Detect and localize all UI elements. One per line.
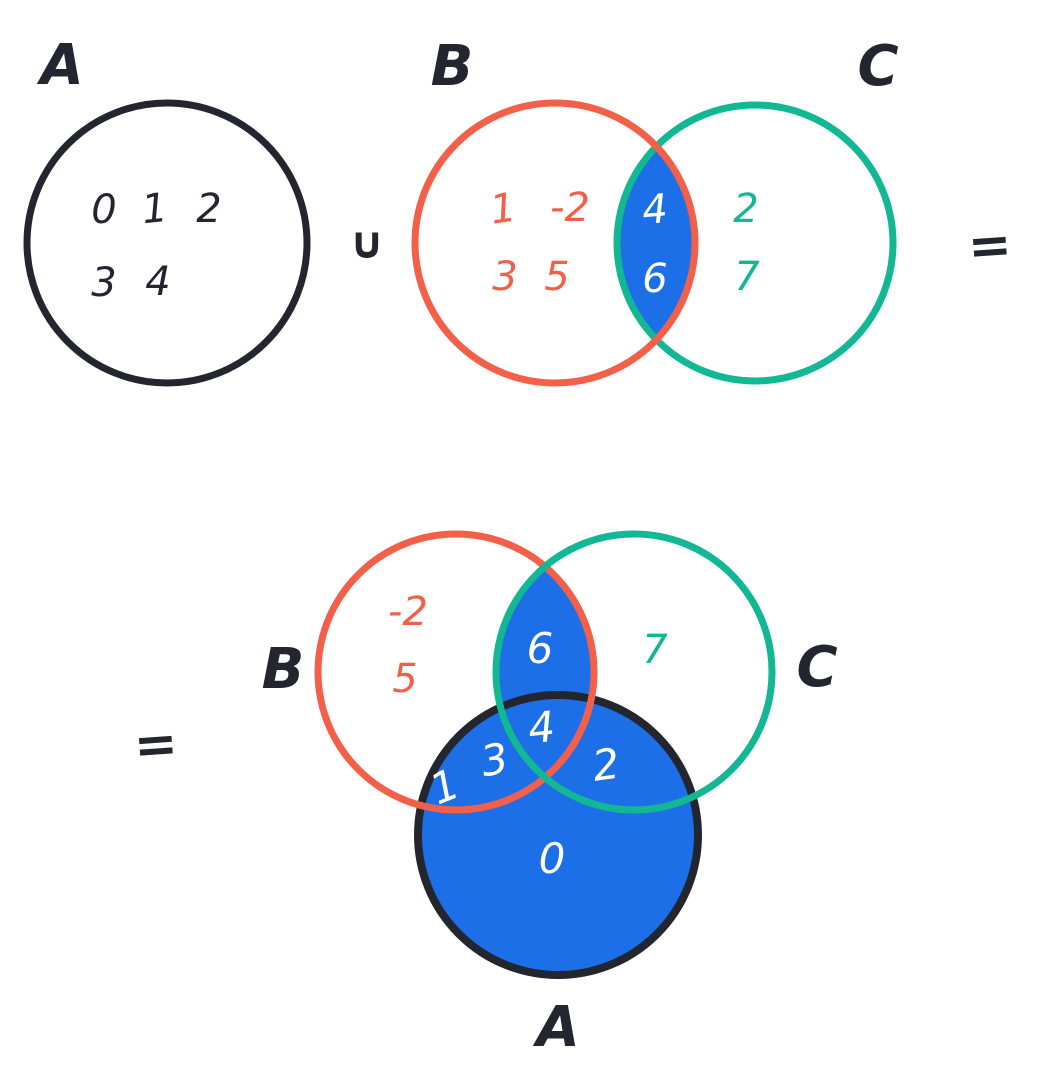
equals-operator-bottom: = <box>132 714 180 777</box>
set-b-label-bottom: B <box>262 637 305 702</box>
bottom-b-element-neg2: -2 <box>388 589 428 635</box>
union-operator: ∪ <box>349 218 385 269</box>
region-bc-element-6: 6 <box>527 624 554 673</box>
equals-operator-top: = <box>966 215 1014 278</box>
set-b-element-5: 5 <box>544 254 569 300</box>
set-b-element-neg2: -2 <box>550 185 590 231</box>
set-a-element-3: 3 <box>91 260 116 306</box>
set-c-label-bottom: C <box>796 635 837 700</box>
circle-c-top <box>613 101 897 385</box>
set-a-element-2: 2 <box>196 186 221 232</box>
circle-a-top <box>23 99 311 387</box>
region-a-element-0: 0 <box>539 834 566 883</box>
set-b-element-3: 3 <box>492 254 517 300</box>
set-a-element-4: 4 <box>145 259 170 305</box>
circle-a-bottom <box>414 691 702 979</box>
set-c-label-top: C <box>857 34 898 99</box>
region-abc-element-4: 4 <box>526 702 558 754</box>
set-a-element-0: 0 <box>91 187 116 233</box>
set-a-label-top: A <box>36 33 83 98</box>
set-c-element-2: 2 <box>733 186 758 232</box>
set-b-element-1: 1 <box>487 185 519 234</box>
intersection-bc-element-4: 4 <box>640 186 669 234</box>
intersection-bc-element-6: 6 <box>642 256 667 302</box>
bottom-c-element-7: 7 <box>642 627 668 673</box>
circle-c-bottom <box>492 530 776 814</box>
set-b-label-top: B <box>431 34 474 99</box>
circle-b-top <box>411 99 699 387</box>
set-c-element-7: 7 <box>734 254 760 300</box>
circle-b-bottom <box>314 530 598 814</box>
bottom-b-element-5: 5 <box>392 656 417 702</box>
set-a-element-1: 1 <box>140 185 170 233</box>
set-a-label-bottom: A <box>532 995 579 1060</box>
